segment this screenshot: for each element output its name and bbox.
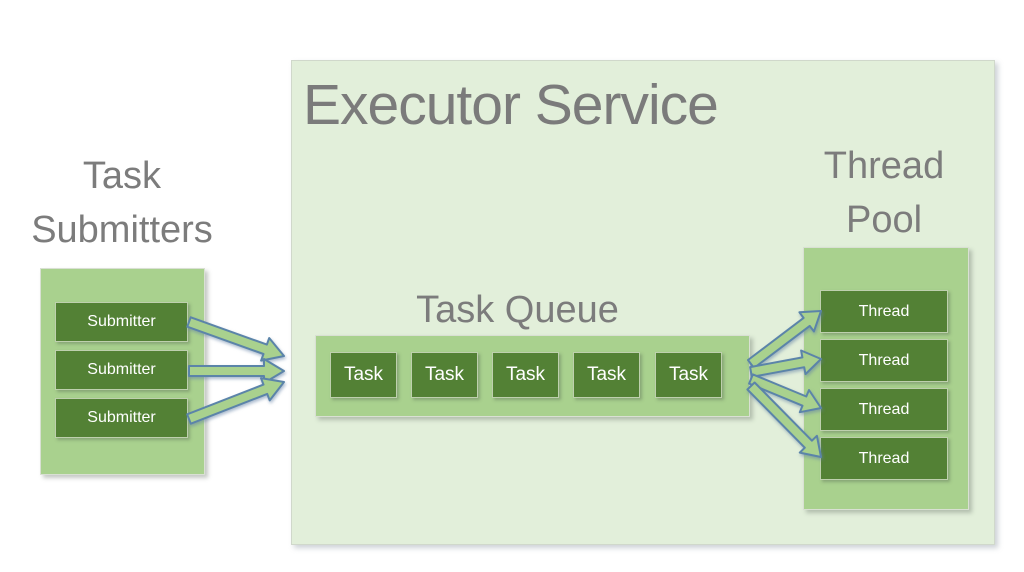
submitter-box-2: Submitter xyxy=(55,350,188,390)
thread-box-1: Thread xyxy=(820,290,948,333)
task-submitters-heading-line1: Task xyxy=(82,155,162,197)
thread-box-2: Thread xyxy=(820,339,948,382)
task-box-3: Task xyxy=(492,352,559,398)
task-queue-heading: Task Queue xyxy=(416,289,619,331)
task-box-5: Task xyxy=(655,352,722,398)
thread-pool-heading-line1: Thread xyxy=(823,145,945,187)
task-submitters-heading: Task Submitters xyxy=(8,150,236,258)
task-submitters-heading-line2: Submitters xyxy=(31,208,213,251)
executor-service-title: Executor Service xyxy=(303,73,719,137)
task-box-4: Task xyxy=(573,352,640,398)
thread-pool-heading: Thread Pool xyxy=(801,140,967,248)
submitter-box-1: Submitter xyxy=(55,302,188,342)
thread-box-3: Thread xyxy=(820,388,948,431)
task-box-1: Task xyxy=(330,352,397,398)
thread-pool-heading-line2: Pool xyxy=(845,198,923,241)
task-box-2: Task xyxy=(411,352,478,398)
thread-box-4: Thread xyxy=(820,437,948,480)
submitter-box-3: Submitter xyxy=(55,398,188,438)
